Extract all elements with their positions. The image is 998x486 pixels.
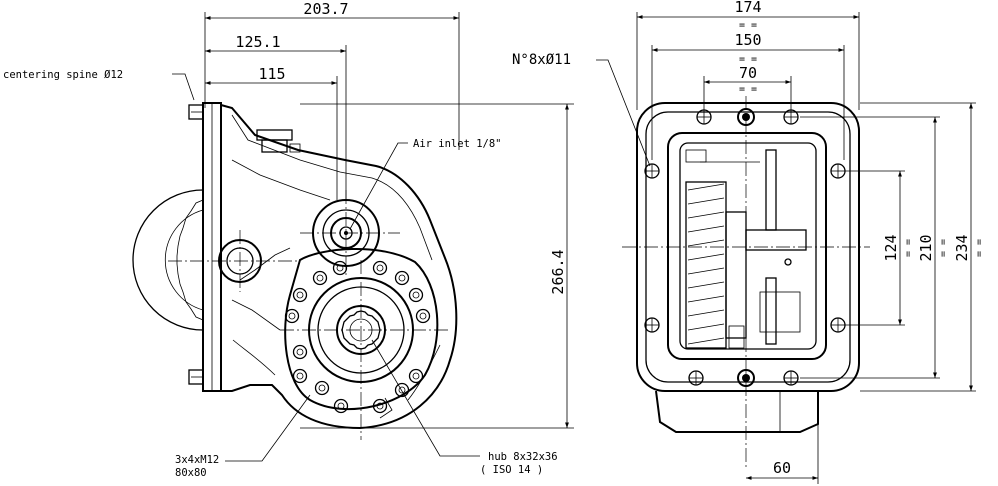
equal-mark-height-holes: = = [938,239,949,257]
mounting-holes [644,109,846,386]
input-gear-teeth [132,189,204,331]
front-window [667,132,827,360]
dim-shaft-offset: 60 [773,459,791,477]
equal-mark-height-outer: = = [974,239,985,257]
housing-outline [220,103,458,430]
dim-width-inner: 70 [739,64,757,82]
note-holes: N°8xØ11 [512,52,571,68]
front-skirt [655,390,819,433]
internal-gear [685,149,807,349]
equal-mark-inner: = = [739,84,757,95]
dim-height-inner: 124 [882,234,900,261]
note-hub-line1: hub 8x32x36 [488,451,558,463]
equal-mark-height-inner: = = [903,239,914,257]
equal-mark-holes: = = [739,54,757,65]
front-view: 174 = = 150 = = 70 = = N°8xØ11 [512,0,985,484]
note-bolts-line1: 3x4xM12 [175,454,219,466]
dim-height-holes: 210 [917,234,935,261]
dim-width-outer: 174 [734,0,761,16]
note-air-inlet: Air inlet 1/8" [413,138,502,150]
note-hub-line2: ( ISO 14 ) [480,464,543,476]
dim-overall-length: 203.7 [303,0,348,18]
bolt-holes [284,260,431,414]
dim-height: 266.4 [549,249,567,294]
dim-height-outer: 234 [953,234,971,261]
note-centering-spine: centering spine Ø12 [3,69,123,81]
dim-center-distance: 125.1 [235,33,280,51]
equal-mark-outer: = = [739,20,757,31]
dim-width-holes: 150 [734,31,761,49]
note-bolts-line2: 80x80 [175,467,207,479]
dim-flange-distance: 115 [258,65,285,83]
side-view: 203.7 125.1 115 266.4 centering spine Ø1… [3,0,574,479]
